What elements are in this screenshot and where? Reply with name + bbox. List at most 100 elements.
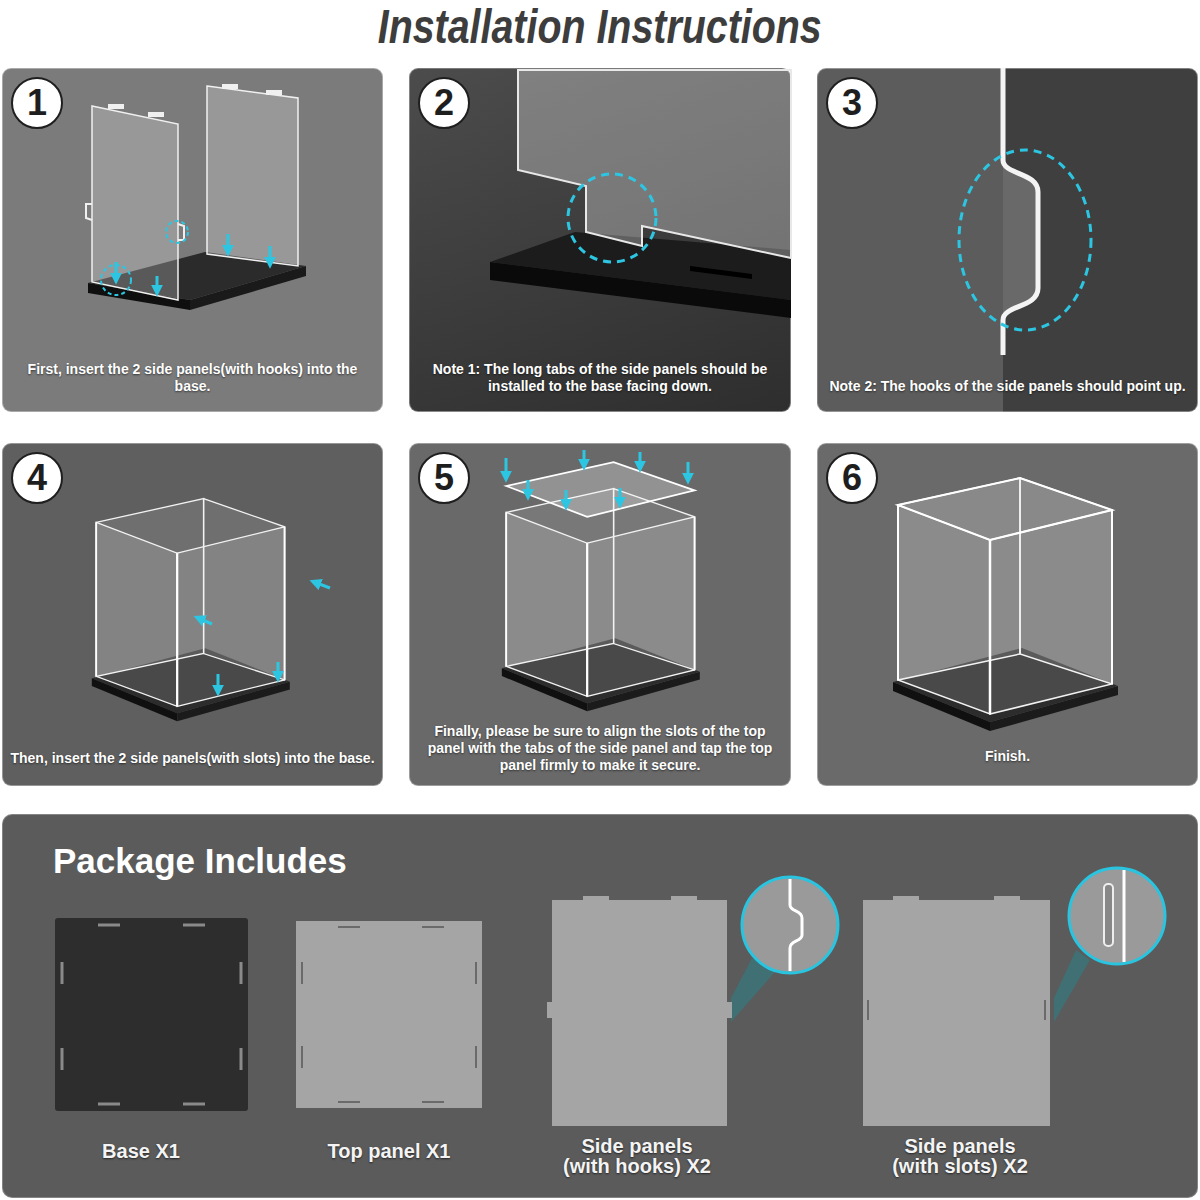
step6-illustration	[898, 478, 1112, 540]
base-part	[62, 925, 241, 1104]
step1-illustration	[115, 262, 118, 280]
part-label: Side panels (with hooks) X2	[558, 1136, 716, 1176]
step-number-circle: 3	[826, 77, 878, 129]
hook-panel-part	[547, 877, 838, 1126]
slot-panel-part	[863, 868, 1165, 1126]
step5-illustration	[505, 458, 508, 478]
step4-illustration	[92, 499, 330, 722]
base-part	[183, 1103, 205, 1106]
top-panel-part	[301, 962, 303, 984]
caption-holder: Note 1: The long tabs of the side panels…	[416, 361, 784, 395]
step1-illustration	[266, 90, 282, 95]
top-panel-part	[338, 1101, 360, 1103]
step3-illustration	[1003, 160, 1038, 320]
step-caption: Finish.	[824, 748, 1191, 765]
step5-illustration	[502, 462, 700, 711]
top-panel-part	[422, 926, 444, 928]
label-holder: Side panels (with hooks) X2	[558, 1136, 716, 1176]
step-caption: Finally, please be sure to align the slo…	[416, 723, 784, 774]
base-part	[61, 962, 64, 984]
step1-illustration	[108, 104, 124, 109]
label-holder: Side panels (with slots) X2	[881, 1136, 1039, 1176]
slot-panel-part	[1054, 950, 1090, 1022]
slot-panel-part	[1044, 1000, 1046, 1020]
title-bar: Installation Instructions	[0, 0, 1200, 54]
step1-illustration	[190, 266, 306, 310]
step2-illustration	[568, 174, 656, 262]
step2-illustration	[490, 70, 791, 318]
hook-panel-part	[583, 896, 609, 901]
step-caption: Note 1: The long tabs of the side panels…	[416, 361, 784, 395]
caption-holder: Note 2: The hooks of the side panels sho…	[824, 378, 1191, 395]
page-title: Installation Instructions	[378, 0, 822, 54]
top-panel-part	[301, 1046, 303, 1068]
step5-illustration	[619, 488, 622, 504]
step1-illustration	[156, 276, 159, 292]
top-panel-part	[302, 927, 476, 1102]
hook-panel-part	[671, 896, 697, 901]
step-panel: 4Then, insert the 2 side panels(with slo…	[2, 443, 383, 786]
step-number: 5	[434, 460, 454, 496]
step-panel: 3Note 2: The hooks of the side panels sh…	[817, 68, 1198, 412]
step5-illustration	[527, 480, 530, 496]
hook-panel-part	[731, 958, 775, 1022]
section-heading: Package Includes	[53, 841, 1197, 881]
step1-illustration	[101, 265, 131, 295]
step2-illustration	[490, 262, 791, 318]
caption-holder: First, insert the 2 side panels(with hoo…	[9, 361, 376, 395]
step2-illustration	[490, 232, 791, 300]
display-case	[893, 478, 1118, 731]
step6-illustration	[893, 478, 1118, 731]
step5-illustration	[565, 490, 568, 506]
part-label: Base X1	[41, 1141, 241, 1161]
hook-panel-part	[552, 900, 727, 1126]
step1-illustration	[178, 224, 184, 240]
step-number: 6	[842, 460, 862, 496]
top-panel-part	[338, 926, 360, 928]
step-caption: Note 2: The hooks of the side panels sho…	[824, 378, 1191, 395]
step-panel: 6Finish.	[817, 443, 1198, 786]
base-part	[240, 962, 243, 984]
step1-illustration	[148, 112, 164, 117]
step5-illustration	[502, 450, 700, 711]
top-panel-part	[296, 921, 482, 1108]
step-number-circle: 6	[826, 452, 878, 504]
base-part	[55, 918, 248, 1111]
step1-illustration	[86, 204, 92, 220]
step-number-circle: 2	[418, 77, 470, 129]
step-panel: 5Finally, please be sure to align the sl…	[409, 443, 791, 786]
slot-panel-part	[1069, 868, 1165, 964]
top-panel-part	[475, 962, 477, 984]
step2-illustration	[518, 70, 791, 258]
step2-illustration	[690, 266, 752, 279]
base-part	[98, 924, 120, 927]
step5-illustration	[639, 452, 642, 468]
step3-illustration	[959, 150, 1091, 330]
step4-illustration	[217, 674, 220, 692]
step1-illustration	[88, 252, 306, 300]
step-caption: Then, insert the 2 side panels(with slot…	[9, 750, 376, 767]
step1-illustration	[166, 221, 188, 243]
step-number-circle: 5	[418, 452, 470, 504]
step1-illustration	[207, 86, 298, 266]
top-panel-part	[422, 1101, 444, 1103]
display-case	[92, 499, 290, 722]
slot-panel-part	[867, 1000, 869, 1020]
step3-illustration	[959, 68, 1091, 355]
step1-illustration	[269, 246, 272, 264]
base-part	[240, 1048, 243, 1070]
step1-illustration	[222, 84, 238, 89]
step-number: 1	[27, 85, 47, 121]
base-part	[98, 1103, 120, 1106]
step-panel: 1First, insert the 2 side panels(with ho…	[2, 68, 383, 412]
top-panel-part	[296, 921, 482, 1108]
step4-illustration	[198, 618, 212, 624]
step5-illustration	[687, 462, 690, 480]
label-holder: Top panel X1	[289, 1141, 489, 1161]
step1-illustration	[86, 84, 306, 310]
step-number-circle: 4	[11, 452, 63, 504]
step-number: 2	[434, 85, 454, 121]
step4-illustration	[277, 662, 280, 678]
